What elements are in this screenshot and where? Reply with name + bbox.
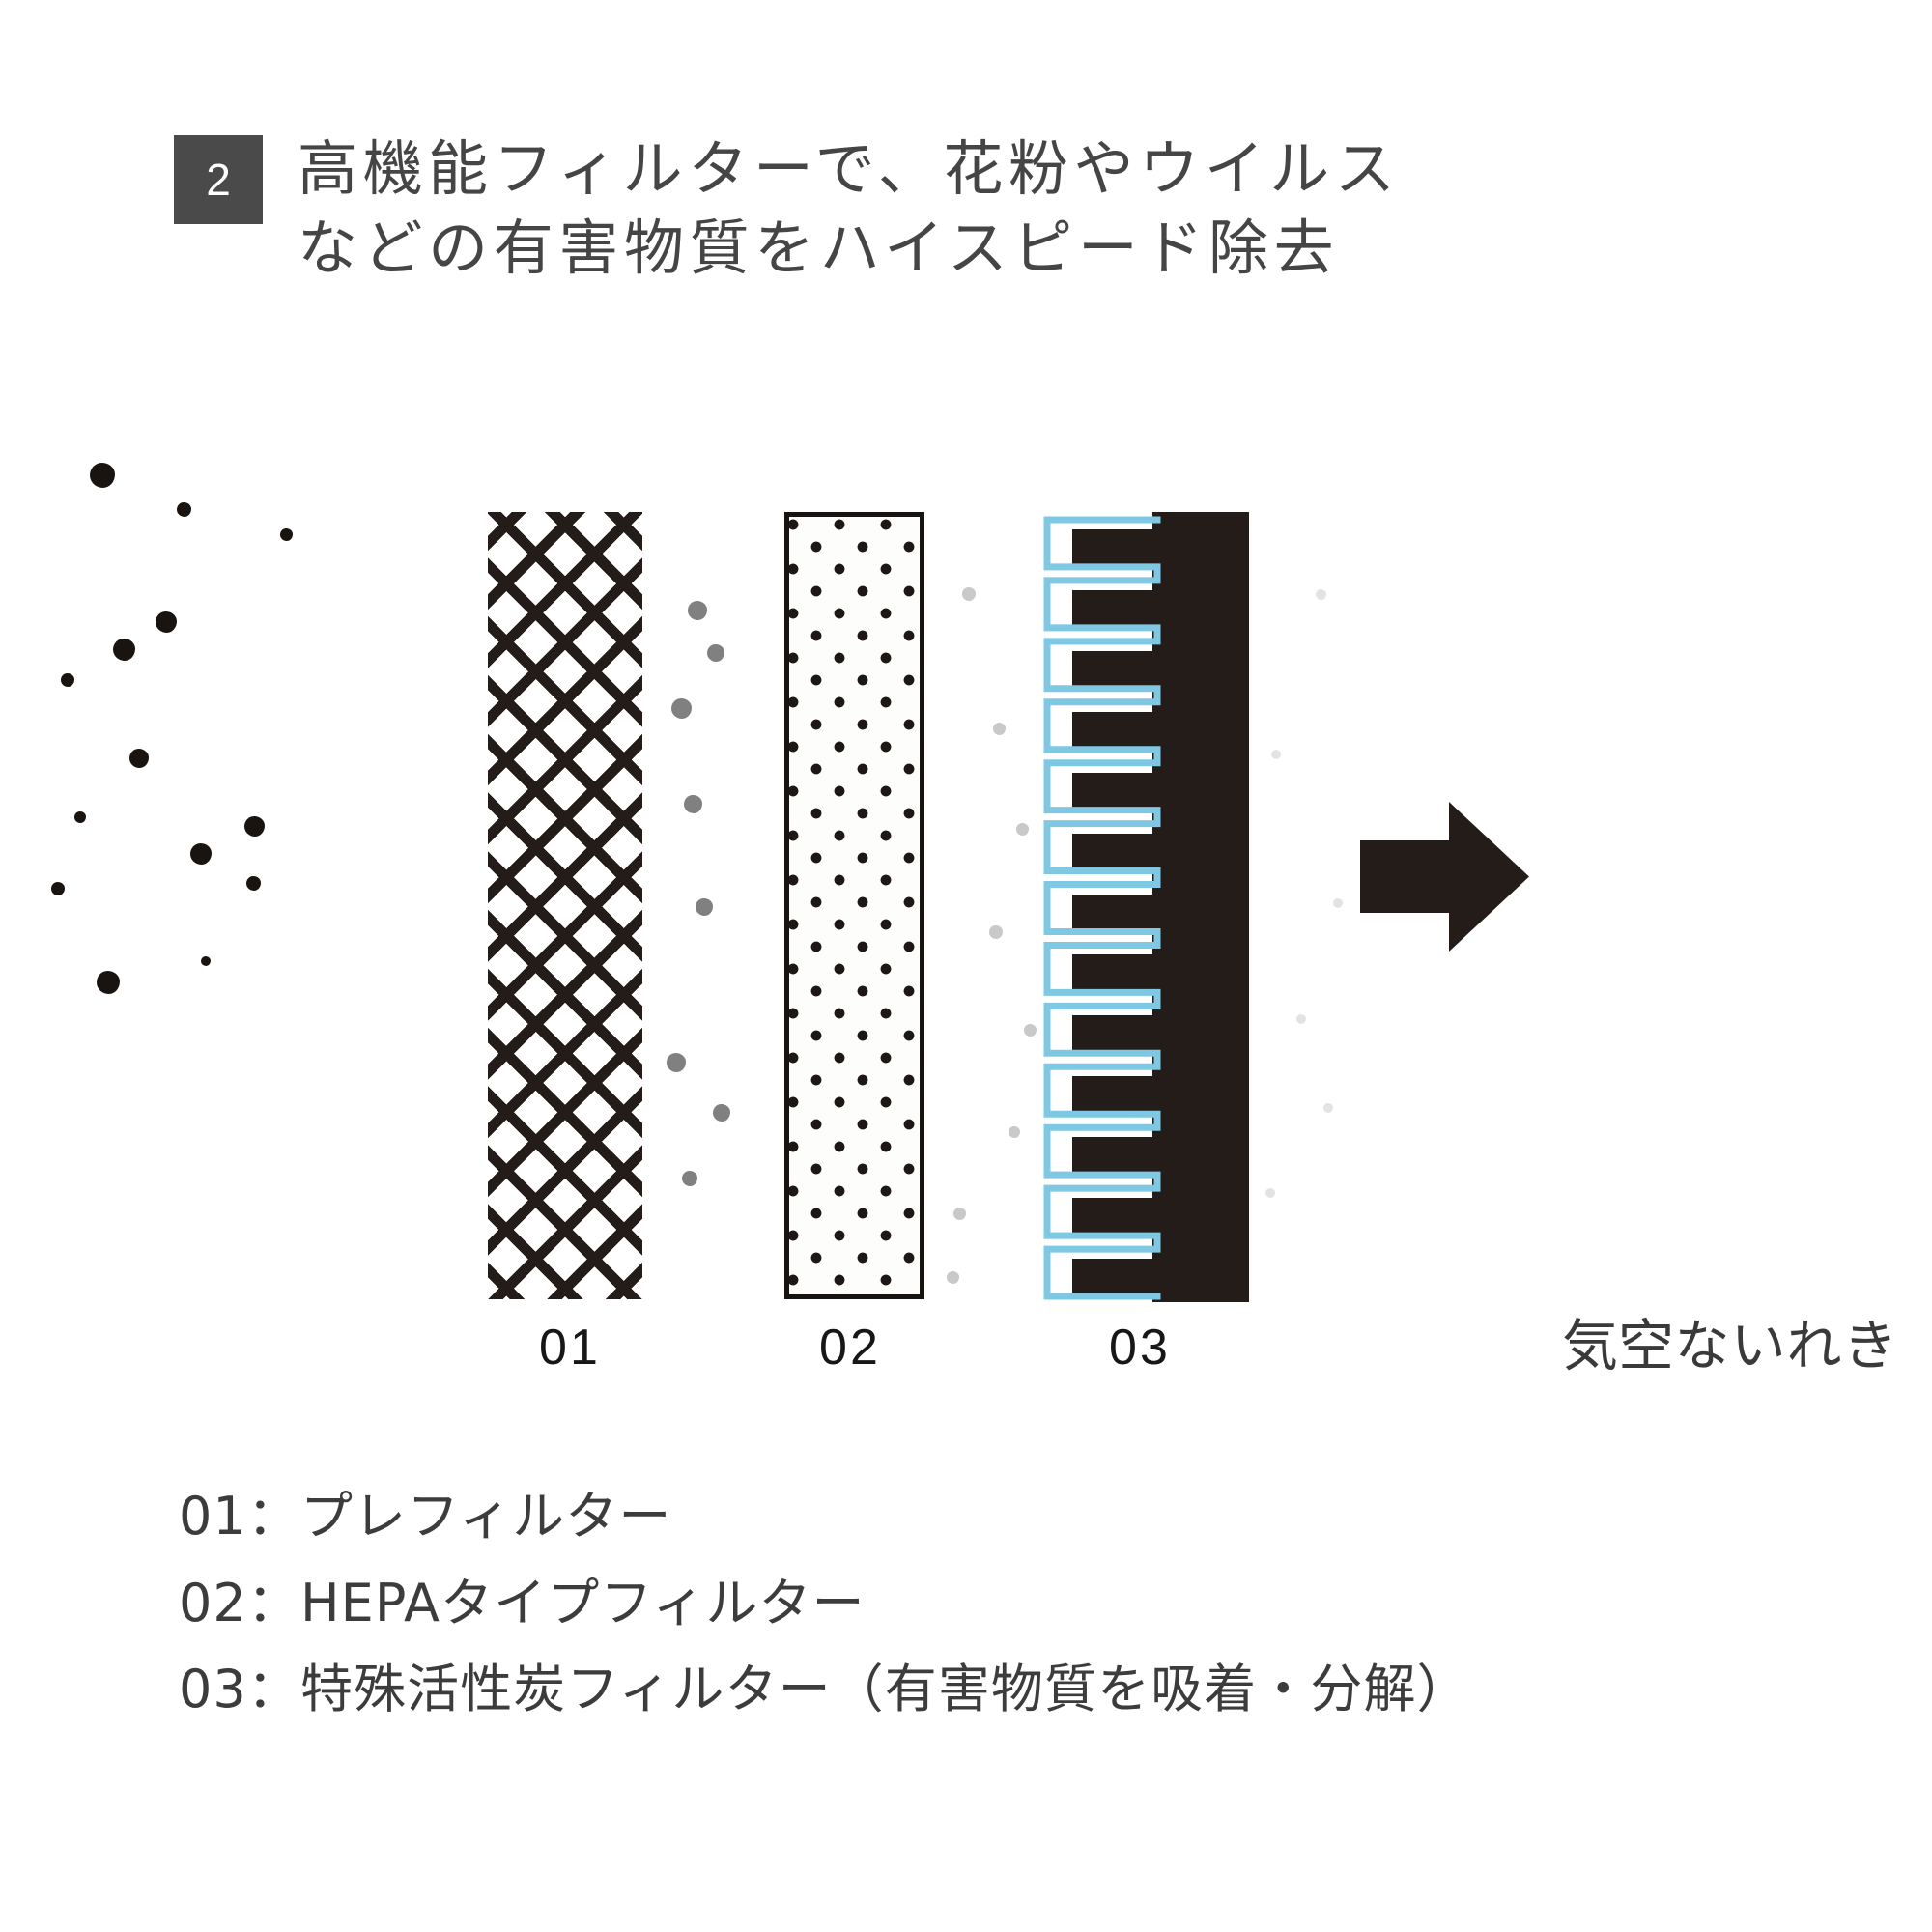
carbon-filter-tooth xyxy=(1072,1076,1152,1112)
legend-item-03: 03：特殊活性炭フィルター（有害物質を吸着・分解） xyxy=(179,1659,1470,1720)
particles-after-hepa-group xyxy=(929,512,1043,1302)
dust-particle-small xyxy=(947,1271,959,1284)
airflow-path-icon xyxy=(1043,516,1161,1300)
dust-particle-medium xyxy=(682,1171,697,1186)
dust-particle-medium xyxy=(696,898,713,916)
dust-particle-medium xyxy=(713,1104,730,1122)
carbon-filter-tooth xyxy=(1072,954,1152,990)
dust-particle-medium xyxy=(707,644,724,662)
dust-particle-small xyxy=(993,723,1006,735)
dust-particle-trace xyxy=(1316,589,1326,600)
dust-particle-trace xyxy=(1323,1103,1333,1113)
dust-particle-medium xyxy=(688,601,707,620)
title-line-1: 高機能フィルターで、花粉やウイルス xyxy=(298,133,1401,204)
section-header: 2 高機能フィルターで、花粉やウイルス などの有害物質をハイスピード除去 xyxy=(174,133,1400,288)
particles-after-prefilter-group xyxy=(667,512,782,1302)
carbon-filter-tooth xyxy=(1072,589,1152,625)
carbon-filter-body xyxy=(1152,512,1249,1302)
prefilter-mesh-graphic xyxy=(488,512,642,1299)
legend-item-02: 02：HEPAタイプフィルター xyxy=(179,1572,866,1634)
carbon-filter-graphic xyxy=(1041,512,1249,1302)
dust-particle-large xyxy=(177,502,191,517)
legend-item-01: 01：プレフィルター xyxy=(179,1486,672,1547)
dust-particle-small xyxy=(1024,1024,1037,1037)
dust-particle-trace xyxy=(1271,750,1281,759)
filter-label-03: 03 xyxy=(1109,1320,1172,1376)
carbon-filter-tooth xyxy=(1072,1198,1152,1234)
dust-particle-large xyxy=(156,611,177,633)
dust-particle-medium xyxy=(667,1053,686,1072)
carbon-filter-tooth xyxy=(1072,711,1152,747)
dust-particle-large xyxy=(201,956,211,966)
legend-list: 01：プレフィルター 02：HEPAタイプフィルター 03：特殊活性炭フィルター… xyxy=(179,1473,1470,1733)
carbon-filter-tooth xyxy=(1072,1015,1152,1051)
carbon-filter-tooth xyxy=(1072,833,1152,868)
filter-label-01: 01 xyxy=(539,1320,602,1376)
carbon-filter-tooth xyxy=(1072,894,1152,929)
title-line-2: などの有害物質をハイスピード除去 xyxy=(298,212,1340,283)
right-arrow-icon xyxy=(1360,802,1529,956)
carbon-filter-tooth xyxy=(1072,529,1152,564)
dust-particle-large xyxy=(246,876,261,891)
dust-particle-trace xyxy=(1265,1188,1275,1198)
dust-particle-trace xyxy=(1296,1014,1306,1024)
filter-label-02: 02 xyxy=(819,1320,882,1376)
particles-after-carbon-group xyxy=(1256,512,1372,1302)
dust-particle-large xyxy=(190,843,212,865)
dust-particle-small xyxy=(1009,1126,1020,1138)
dust-particle-small xyxy=(989,925,1003,939)
dust-particle-large xyxy=(90,463,115,488)
dust-particle-large xyxy=(113,639,135,661)
page-title: 高機能フィルターで、花粉やウイルス などの有害物質をハイスピード除去 xyxy=(298,129,1400,288)
dust-particle-large xyxy=(74,811,86,823)
carbon-filter-tooth xyxy=(1072,1137,1152,1173)
clean-air-caption: きれいな空気 xyxy=(1552,1316,1898,1381)
carbon-filter-tooth xyxy=(1072,772,1152,808)
dust-particle-large xyxy=(280,528,293,541)
step-number-badge: 2 xyxy=(174,135,263,224)
dust-particle-large xyxy=(129,749,149,768)
dust-particle-small xyxy=(1016,823,1029,836)
dust-particle-large xyxy=(244,816,265,837)
dust-particle-small xyxy=(962,587,976,601)
carbon-filter-tooth xyxy=(1072,650,1152,686)
carbon-filter-tooth xyxy=(1072,1259,1152,1294)
hepa-filter-graphic xyxy=(784,512,924,1299)
dust-particle-medium xyxy=(671,698,692,719)
filter-diagram: 01 02 03 きれいな空気 xyxy=(0,367,1932,1410)
dust-particle-large xyxy=(97,971,120,994)
dust-particle-small xyxy=(953,1208,966,1220)
dust-particle-trace xyxy=(1333,898,1343,908)
dust-particle-large xyxy=(61,673,74,687)
dust-particle-medium xyxy=(684,795,702,813)
dust-particle-large xyxy=(51,882,65,895)
